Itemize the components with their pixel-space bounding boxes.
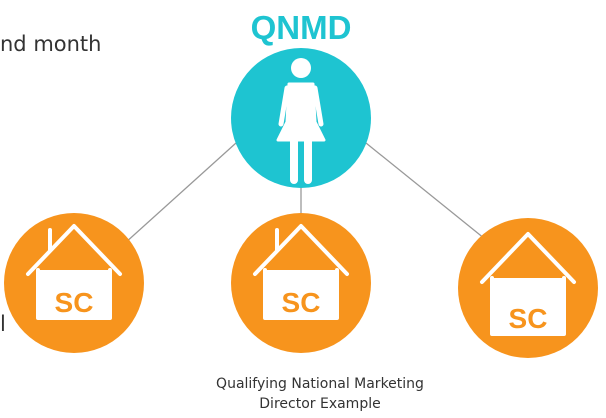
root-node bbox=[231, 48, 371, 188]
caption-line-1: Qualifying National Marketing bbox=[216, 376, 424, 392]
body-text-fragment-2: l bbox=[0, 312, 6, 336]
child-label: SC bbox=[509, 303, 548, 334]
child-label: SC bbox=[55, 287, 94, 318]
child-node-left: SC bbox=[4, 213, 144, 353]
connector-right bbox=[365, 142, 491, 244]
child-label: SC bbox=[282, 287, 321, 318]
house-icon bbox=[480, 232, 576, 336]
house-icon bbox=[253, 224, 349, 320]
root-title: QNMD bbox=[251, 9, 352, 46]
child-node-right: SC bbox=[458, 218, 598, 358]
body-text-fragment: nd month bbox=[0, 32, 102, 56]
house-icon bbox=[26, 224, 122, 320]
child-node-center: SC bbox=[231, 213, 371, 353]
woman-icon bbox=[276, 58, 326, 184]
connector-left bbox=[124, 142, 237, 244]
caption-line-2: Director Example bbox=[259, 396, 381, 412]
